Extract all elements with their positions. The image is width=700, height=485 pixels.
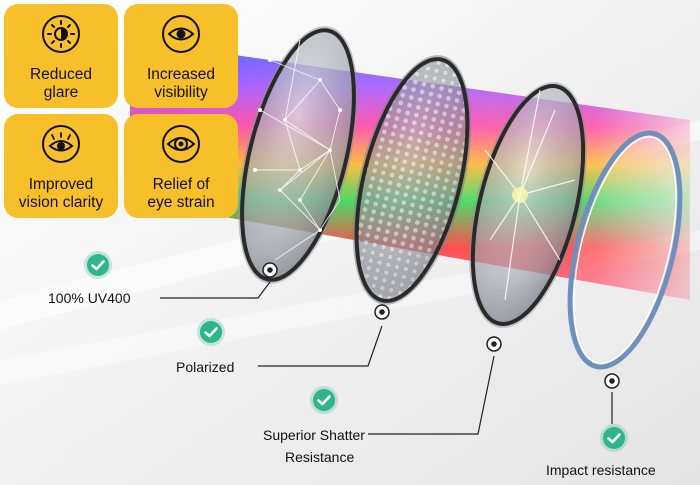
benefit-card-reduced-glare: Reduced glare xyxy=(4,4,118,108)
benefit-card-improved-vision-clarity: Improved vision clarity xyxy=(4,114,118,218)
check-circle-icon xyxy=(310,386,338,414)
lens-markers xyxy=(262,262,620,389)
lens-impact-resistant xyxy=(567,130,683,370)
benefit-label: Reduced glare xyxy=(29,66,93,101)
eye-lashes-icon xyxy=(42,125,80,163)
benefit-label: Increased visibility xyxy=(146,66,216,101)
check-circle-icon xyxy=(84,251,112,279)
feature-label-shatter-line2: Resistance xyxy=(285,449,355,465)
check-circle-icon xyxy=(197,318,225,346)
check-circle-icon xyxy=(600,424,628,452)
benefit-card-increased-visibility: Increased visibility xyxy=(124,4,238,108)
feature-label-shatter: Superior Shatter xyxy=(263,427,365,443)
benefit-card-relief-of-eye-strain: Relief of eye strain xyxy=(124,114,238,218)
feature-label-polarized: Polarized xyxy=(176,359,235,375)
eye-focus-icon xyxy=(162,125,200,163)
benefit-label: Relief of eye strain xyxy=(147,176,215,211)
lens-polarized xyxy=(352,55,472,305)
lens-shatter-resistant xyxy=(469,82,587,328)
eye-icon xyxy=(162,15,200,53)
leader-lines xyxy=(160,281,613,435)
lens-uv400 xyxy=(238,26,358,284)
benefit-label: Improved vision clarity xyxy=(18,176,104,211)
feature-label-impact: Impact resistance xyxy=(546,462,656,478)
sun-brightness-icon xyxy=(42,15,80,53)
feature-label-uv400: 100% UV400 xyxy=(48,290,131,306)
